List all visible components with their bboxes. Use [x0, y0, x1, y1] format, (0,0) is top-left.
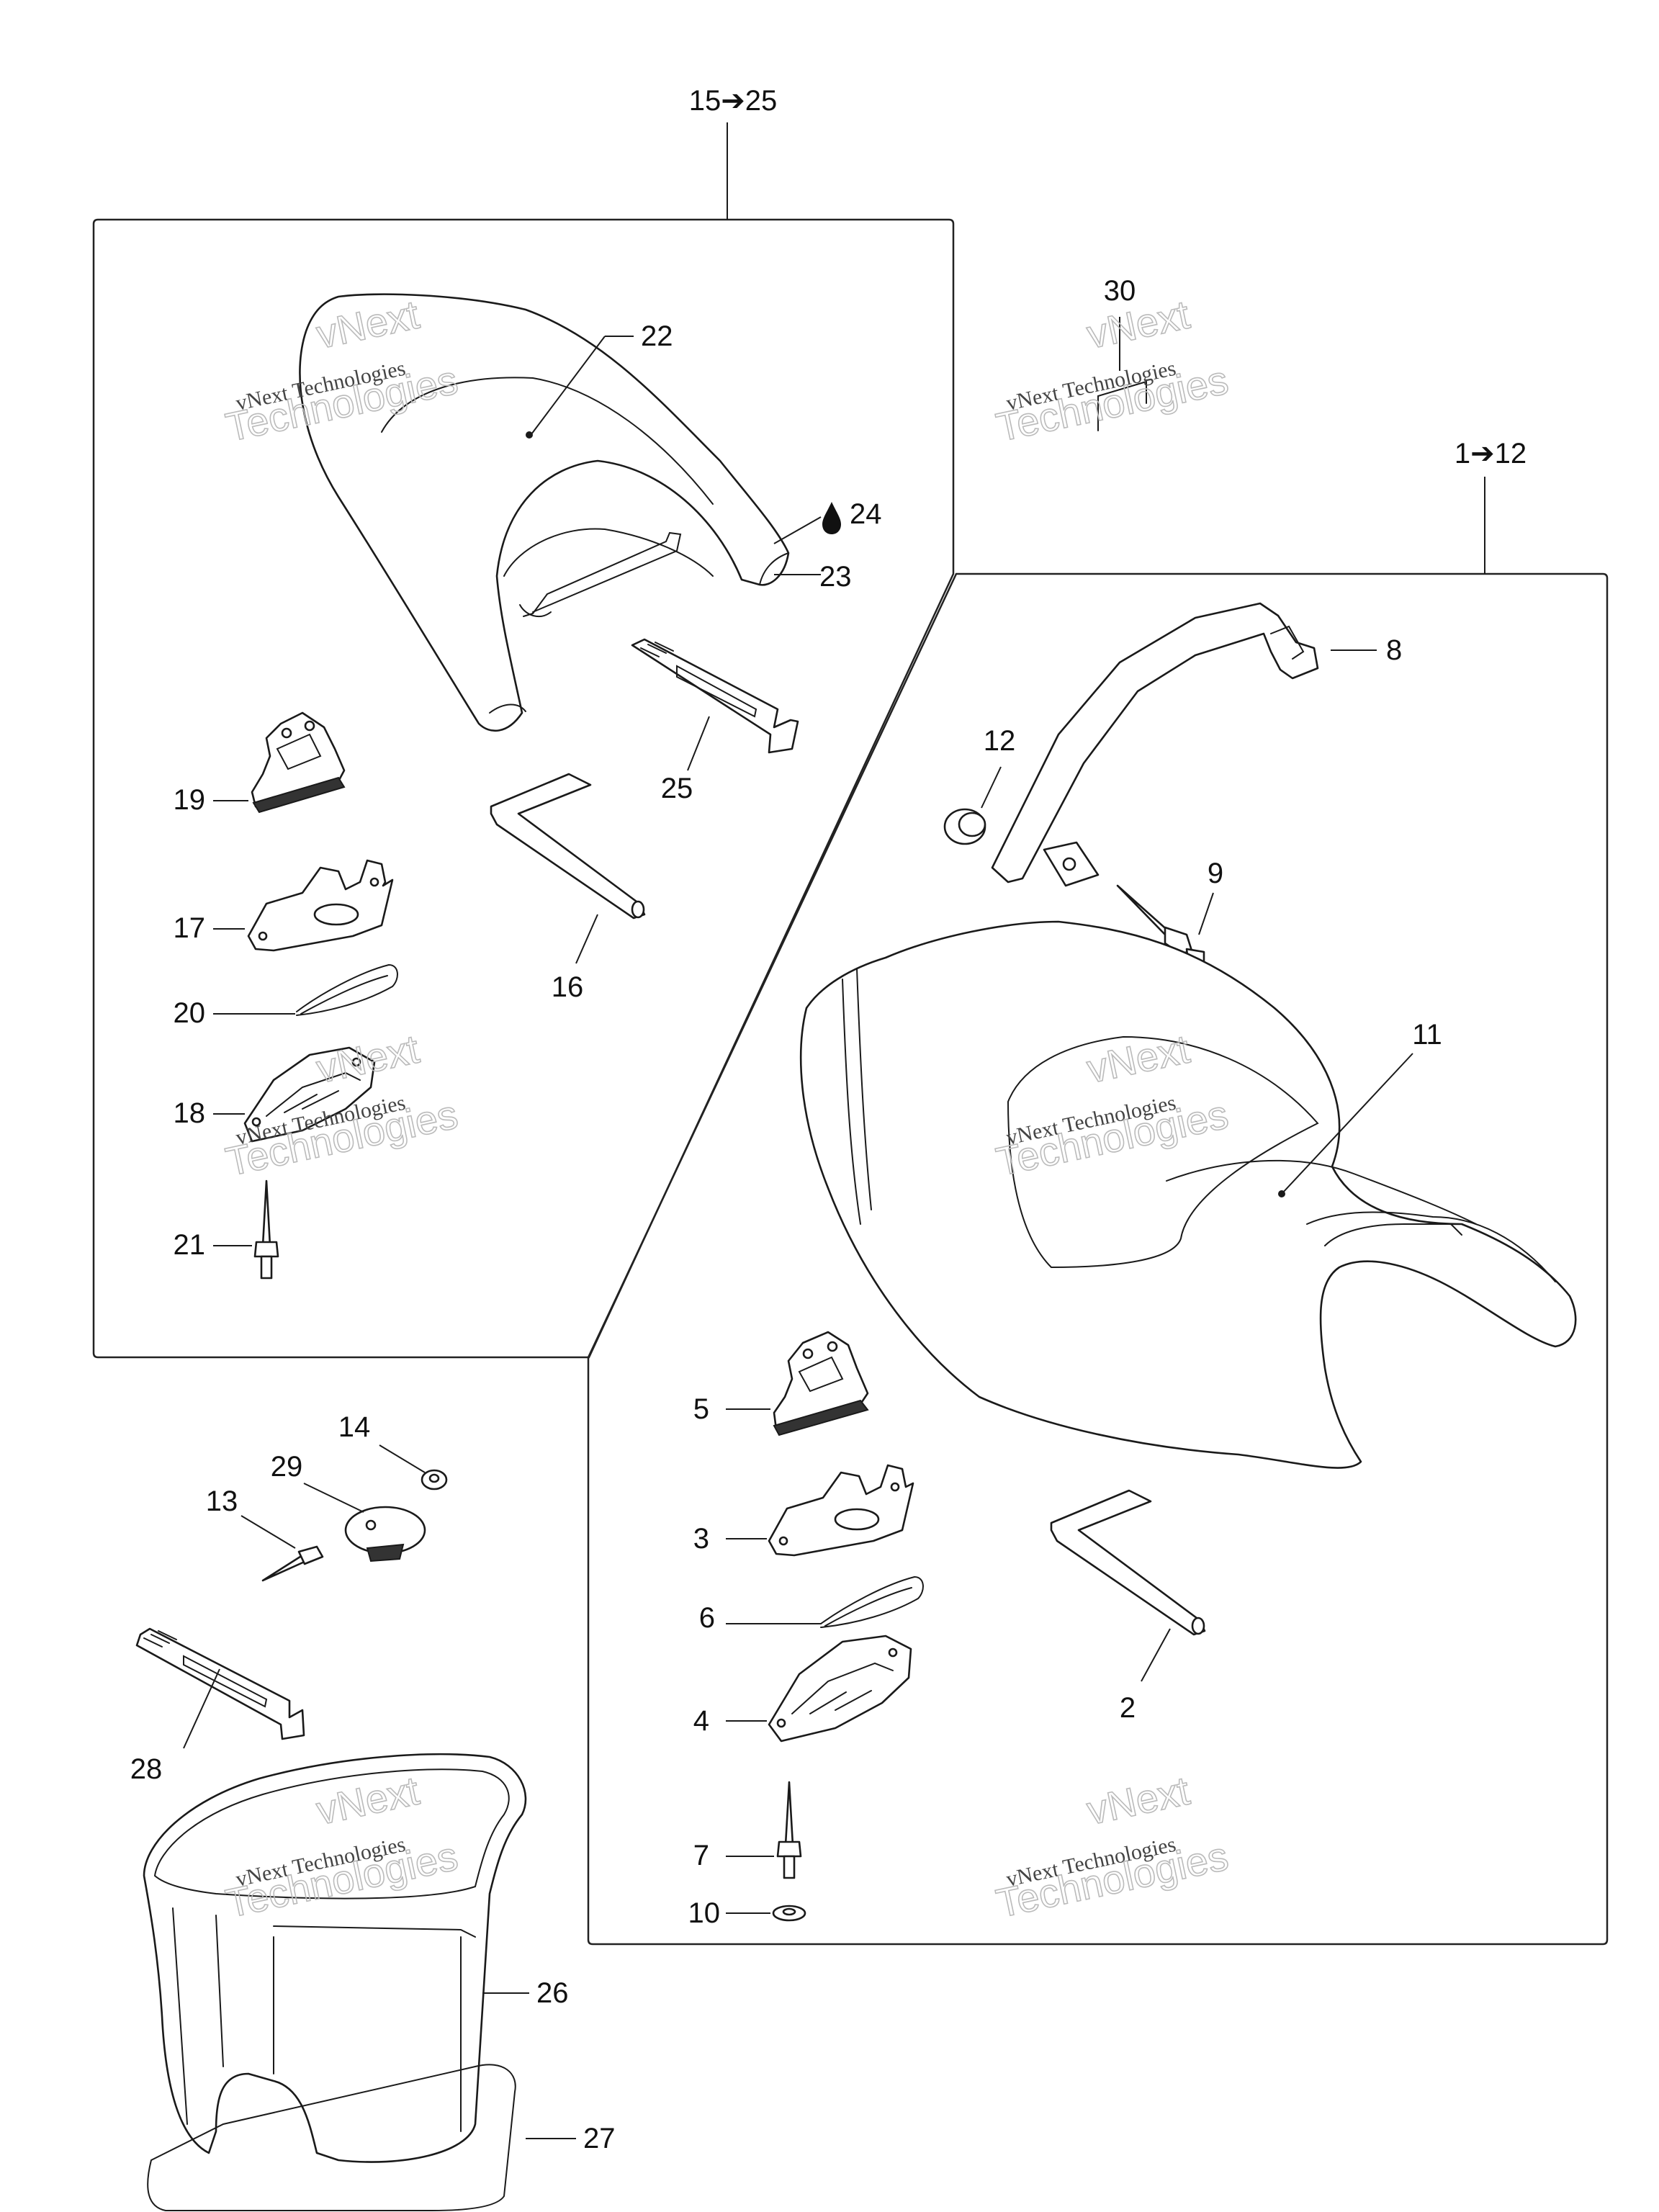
- callout-19: 19: [174, 784, 206, 816]
- callout-10: 10: [688, 1897, 721, 1929]
- part-22-passenger-seat: [299, 293, 790, 732]
- part-30-hook: [1097, 380, 1147, 431]
- callout-16: 16: [552, 971, 584, 1003]
- part-5-latch: [773, 1331, 869, 1437]
- callout-9: 9: [1208, 858, 1223, 889]
- rear-seat-group-frame: [92, 122, 955, 1359]
- part-21-pin: [253, 1179, 279, 1280]
- part-7-pin: [776, 1781, 802, 1879]
- part-8-grab-handle: [991, 602, 1319, 887]
- callout-20: 20: [174, 997, 206, 1029]
- part-18-bracket: [243, 1046, 376, 1143]
- part-26-storage-bin: [143, 1753, 527, 2163]
- callout-14: 14: [338, 1411, 371, 1443]
- callout-11: 11: [1412, 1019, 1442, 1051]
- part-25-seat-strap: [631, 638, 799, 754]
- callout-24: 24: [850, 498, 882, 530]
- part-29-bumper: [344, 1506, 426, 1563]
- part-20-clip: [296, 963, 398, 1016]
- svg-text:vNext: vNext: [1083, 292, 1194, 357]
- callout-18: 18: [174, 1097, 206, 1129]
- svg-text:vNext: vNext: [1083, 1768, 1194, 1833]
- callout-7: 7: [693, 1840, 709, 1871]
- part-11-rider-seat: [799, 920, 1577, 1469]
- callout-5: 5: [693, 1393, 709, 1425]
- part-27-seal: [147, 2064, 516, 2211]
- callout-4: 4: [693, 1705, 709, 1737]
- part-10-washer: [772, 1905, 806, 1922]
- callout-30: 30: [1104, 275, 1136, 307]
- drop-icon: [822, 502, 841, 534]
- part-4-bracket: [768, 1635, 912, 1743]
- callout-3: 3: [693, 1523, 709, 1555]
- part-2-l-rod: [1050, 1489, 1206, 1636]
- part-14-washer: [421, 1469, 448, 1491]
- group-label-front-seat: 1➔12: [1455, 438, 1527, 469]
- group-label-rear-seat: 15➔25: [689, 85, 778, 117]
- part-28-strap: [135, 1627, 305, 1740]
- callout-26: 26: [536, 1977, 569, 2009]
- callout-23: 23: [819, 561, 852, 593]
- part-6-clip: [820, 1575, 924, 1628]
- callout-28: 28: [130, 1753, 163, 1785]
- callout-13: 13: [206, 1485, 238, 1517]
- callout-25: 25: [661, 773, 693, 804]
- callout-12: 12: [984, 725, 1016, 757]
- callout-8: 8: [1386, 634, 1402, 666]
- front-seat-group-frame: [587, 477, 1609, 1946]
- callout-labels: 22 24 23 25 16 19 17 20 18 21 30 8 12 9 …: [130, 275, 1442, 2154]
- part-17-base-plate: [247, 859, 394, 952]
- callout-17: 17: [174, 912, 206, 944]
- leader-lines: [183, 317, 1413, 2139]
- callout-27: 27: [583, 2123, 616, 2154]
- callout-22: 22: [641, 320, 673, 352]
- callout-29: 29: [271, 1451, 303, 1483]
- svg-text:vNext: vNext: [313, 1026, 423, 1092]
- callout-2: 2: [1120, 1692, 1136, 1724]
- part-16-l-rod: [490, 773, 646, 920]
- part-3-base-plate: [768, 1464, 914, 1557]
- callout-6: 6: [699, 1602, 715, 1634]
- callout-21: 21: [174, 1229, 206, 1261]
- part-13-screw: [261, 1545, 324, 1582]
- part-19-latch: [251, 711, 346, 814]
- part-12-grommet: [943, 808, 986, 845]
